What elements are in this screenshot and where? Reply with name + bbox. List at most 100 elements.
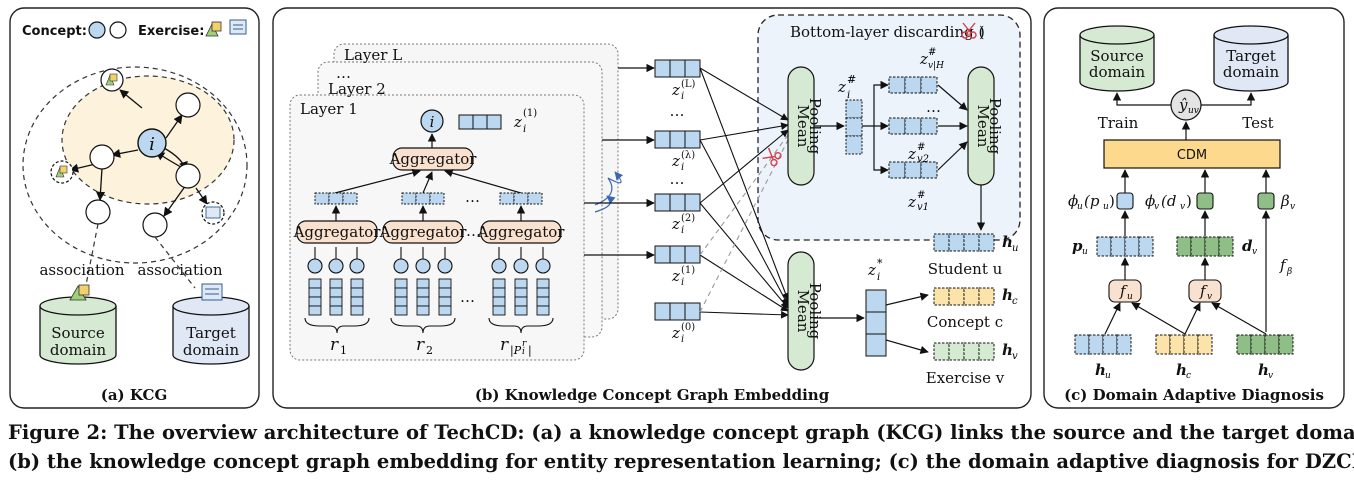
z-star-vertical-vector: [865, 289, 887, 357]
relation-label-2: r: [416, 335, 425, 355]
c-h-v-vector: [1236, 334, 1294, 355]
z-hash-sup: #: [847, 73, 856, 86]
z-vector-label-4: z: [671, 267, 680, 285]
c-source-db-icon: [1079, 25, 1155, 92]
relation-node-3-2: [513, 258, 529, 274]
z-vector-4-cell-3: [684, 245, 701, 264]
c-source-line2: domain: [1089, 63, 1146, 81]
discard-vector-2-cell-1: [888, 117, 906, 135]
panel-a-kcg: Concept: Exercise:: [9, 7, 260, 409]
phi-u-label: ϕ: [1068, 192, 1078, 210]
panel-b-label: (b) Knowledge Concept Graph Embedding: [475, 386, 830, 404]
phi-v-arg-sub: v: [1180, 202, 1185, 212]
mean-pooling-3-line2: Pooling: [806, 283, 824, 340]
mean-pooling-2-line1: Mean: [974, 105, 992, 148]
f-v-label: f: [1199, 282, 1208, 300]
target-domain-line2: domain: [183, 341, 240, 359]
relation-dots: …: [460, 288, 475, 306]
zv-top-sup: #: [928, 47, 936, 58]
h-u-label: h: [1002, 233, 1013, 251]
relation-column-2-1-cell-3: [394, 296, 408, 307]
legend-concept-blue-icon: [88, 21, 106, 39]
c-h-c-vector-cell-2: [1169, 334, 1185, 355]
h-v-vector-cell-3: [963, 342, 980, 361]
f-beta-label: f: [1279, 256, 1288, 274]
zv1-sup: #: [917, 190, 925, 201]
c-h-c-vector-cell-1: [1155, 334, 1171, 355]
panel-c-label: (c) Domain Adaptive Diagnosis: [1064, 386, 1324, 404]
c-h-u-vector-cell-1: [1074, 334, 1090, 355]
z-vector-1-cell-3: [684, 59, 701, 78]
z-vector-sub-3: i: [681, 225, 684, 236]
z-vector-1-cell-2: [669, 59, 686, 78]
legend-exercise-shapes-icon: [205, 21, 222, 37]
phi-v-sub: v: [1154, 202, 1159, 212]
relation-column-3-3-cell-3: [536, 296, 550, 307]
d-v-vector-cell-4: [1218, 236, 1234, 257]
relation-node-3-1: [491, 258, 507, 274]
c-h-v-vector-cell-2: [1250, 334, 1266, 355]
layer-L-label: Layer L: [344, 46, 402, 64]
z-vector-2-cell-3: [684, 130, 701, 149]
h-u-sub: u: [1012, 243, 1018, 254]
p-u-vector-cell-4: [1138, 236, 1154, 257]
h-c-label: h: [1002, 286, 1013, 304]
h-c-vector-cell-1: [933, 287, 950, 306]
top-aggregator-label: Aggregator: [389, 150, 478, 168]
zv-top-label: z: [919, 50, 928, 68]
h-u-vector-cell-4: [978, 233, 995, 252]
relation-label-1-sub: 1: [340, 344, 347, 357]
c-h-c-sub: c: [1186, 371, 1191, 381]
bottom-discard-label-end: ): [979, 23, 985, 41]
z-vector-sup-2: (λ): [681, 150, 695, 161]
f-beta-sub: β: [1286, 267, 1292, 277]
relation-column-1-1-cell-4: [308, 305, 322, 316]
discarded-layer-vectors: [888, 76, 938, 179]
relation-column-1-3-cell-4: [350, 305, 364, 316]
c-h-c-label: h: [1176, 361, 1187, 379]
h-u-vector: [933, 233, 995, 252]
c-h-u-vector: [1074, 334, 1132, 355]
relation-column-1-1-cell-1: [308, 278, 322, 289]
z-vector-sup-5: (0): [681, 322, 695, 333]
p-u-vector: [1096, 236, 1154, 257]
relation-column-3-1-cell-1: [492, 278, 506, 289]
phi-u-arg: (p: [1084, 192, 1100, 210]
association-left-label: association: [39, 261, 124, 279]
relation-column-2-3-cell-1: [438, 278, 452, 289]
relation-label-3-subsub: i: [522, 347, 525, 357]
d-v-vector-cell-2: [1190, 236, 1206, 257]
relation-column-1-2-cell-2: [329, 287, 343, 298]
z-star-label: z: [867, 261, 876, 279]
z-vector-3-cell-2: [669, 193, 686, 212]
discard-vector-2-cell-2: [904, 117, 922, 135]
zv-dots: …: [926, 98, 941, 116]
z-vector-sub-5: i: [681, 334, 684, 345]
phi-v-label: ϕ: [1145, 192, 1155, 210]
train-label: Train: [1098, 114, 1139, 132]
d-v-sub: v: [1252, 247, 1257, 257]
source-domain-line1: Source: [51, 324, 105, 342]
d-v-vector-cell-1: [1176, 236, 1192, 257]
z-vector-2-cell-2: [669, 130, 686, 149]
relation-column-3-2-cell-1: [514, 278, 528, 289]
c-h-u-vector-cell-3: [1102, 334, 1118, 355]
zv2-label: z: [907, 145, 916, 163]
z-vector-2: [654, 130, 701, 149]
aggregator-label-2: Aggregator: [379, 223, 468, 241]
legend-exercise-document-icon: [229, 19, 247, 35]
relation-column-2-2-cell-3: [416, 296, 430, 307]
c-target-line1: Target: [1226, 47, 1275, 65]
phi-u-box: [1116, 192, 1134, 210]
z-vector-sub-1: i: [681, 91, 684, 102]
aggregator-box-2: [382, 220, 464, 244]
relation-column-2-2-cell-4: [416, 305, 430, 316]
c-h-v-vector-cell-1: [1236, 334, 1252, 355]
h-v-vector-cell-1: [933, 342, 950, 361]
phi-u-sub: u: [1077, 202, 1083, 212]
d-v-label: d: [1242, 237, 1253, 255]
prediction-sub: uv: [1188, 106, 1199, 116]
scissors-cut-icon: [762, 147, 782, 167]
layer1-z-sub: i: [523, 124, 526, 135]
caption-line-2: (b) the knowledge concept graph embeddin…: [8, 450, 1354, 473]
